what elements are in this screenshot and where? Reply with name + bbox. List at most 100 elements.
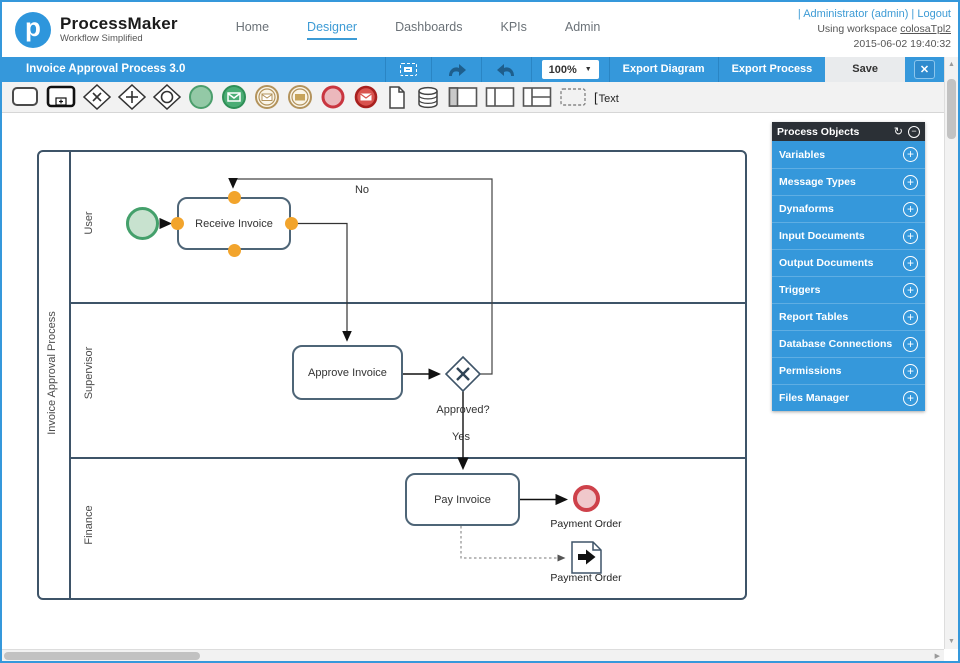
nav-kpis[interactable]: KPIs [500, 19, 527, 34]
port-right[interactable] [284, 217, 298, 230]
message-start-event-tool[interactable] [221, 84, 247, 110]
intermediate-message-throw-tool[interactable] [287, 84, 313, 110]
datetime: 2015-06-02 19:40:32 [853, 38, 952, 50]
pool-tool[interactable] [448, 85, 478, 109]
flow-no-loop[interactable] [228, 178, 493, 375]
subprocess-tool[interactable] [46, 85, 76, 109]
logout-link[interactable]: Logout [917, 8, 951, 20]
panel-item-message-types[interactable]: Message Types + [772, 168, 925, 195]
task-approve-invoice[interactable]: Approve Invoice [292, 345, 403, 400]
plus-circle-icon[interactable]: + [903, 309, 918, 325]
logo-title: ProcessMaker [60, 14, 178, 33]
scroll-down-icon[interactable]: ▼ [948, 638, 955, 645]
panel-item-triggers[interactable]: Triggers + [772, 276, 925, 303]
panel-item-files-manager[interactable]: Files Manager + [772, 384, 925, 411]
panel-item-permissions[interactable]: Permissions + [772, 357, 925, 384]
task-receive-invoice[interactable]: Receive Invoice [177, 197, 291, 250]
fullscreen-button[interactable] [386, 57, 431, 82]
nav-admin[interactable]: Admin [564, 19, 601, 34]
end-event-label: Payment Order [550, 518, 622, 530]
panel-item-variables[interactable]: Variables + [772, 141, 925, 168]
lane-label-user[interactable]: User [83, 211, 95, 235]
processmaker-logo[interactable]: p ProcessMaker Workflow Simplified [2, 11, 178, 48]
panel-item-dynaforms[interactable]: Dynaforms + [772, 195, 925, 222]
parallel-gateway-tool[interactable] [118, 84, 146, 110]
refresh-icon[interactable]: ↻ [893, 126, 903, 138]
scroll-up-icon[interactable]: ▲ [948, 61, 955, 68]
plus-circle-icon[interactable]: + [903, 336, 918, 352]
end-event-tool[interactable] [320, 84, 346, 110]
port-bottom[interactable] [227, 243, 241, 257]
save-button[interactable]: Save [825, 57, 905, 82]
plus-circle-icon[interactable]: + [903, 390, 918, 406]
close-icon: ✕ [919, 64, 930, 76]
link-separator: | [911, 8, 915, 20]
toolbar-separator [384, 57, 386, 82]
plus-circle-icon[interactable]: + [903, 147, 918, 162]
diagram-canvas[interactable]: Invoice Approval Process User Supervisor… [2, 113, 944, 649]
nav-home[interactable]: Home [235, 19, 270, 34]
link-separator: | [797, 8, 801, 20]
administrator-link[interactable]: Administrator (admin) [803, 8, 909, 20]
horizontal-scrollbar-thumb[interactable] [4, 652, 200, 660]
vertical-lanes-icon [485, 87, 515, 107]
vertical-scrollbar-thumb[interactable] [947, 79, 956, 139]
start-event-tool[interactable] [188, 84, 214, 110]
pool-label[interactable]: Invoice Approval Process [46, 311, 58, 435]
database-tool[interactable] [415, 85, 441, 110]
close-designer-button[interactable]: ✕ [914, 60, 935, 79]
redo-button[interactable] [432, 57, 481, 82]
workspace-name-link[interactable]: colosaTpl2 [900, 23, 951, 35]
start-event[interactable] [126, 207, 159, 240]
message-end-event-tool[interactable] [353, 84, 379, 110]
port-left[interactable] [170, 217, 184, 230]
task-pay-invoice[interactable]: Pay Invoice [405, 473, 520, 526]
association-pay-to-document[interactable] [460, 526, 566, 562]
horizontal-scrollbar[interactable]: ▶ [2, 649, 944, 661]
text-annotation-tool[interactable]: [ Text [594, 90, 619, 105]
toolbar-separator [530, 57, 532, 82]
lane-label-supervisor[interactable]: Supervisor [83, 346, 95, 400]
export-diagram-button[interactable]: Export Diagram [622, 63, 705, 75]
lane-label-finance[interactable]: Finance [83, 505, 95, 545]
pool-invoice-approval[interactable] [37, 150, 747, 600]
flow-receive-to-approve[interactable] [297, 222, 352, 342]
plus-circle-icon[interactable]: + [903, 201, 918, 217]
inclusive-gateway-icon [153, 84, 181, 110]
nav-dashboards[interactable]: Dashboards [395, 19, 463, 34]
panel-item-report-tables[interactable]: Report Tables + [772, 303, 925, 330]
vertical-scrollbar[interactable]: ▲ ▼ [944, 57, 958, 649]
undo-button[interactable] [482, 57, 531, 82]
document-tool[interactable] [386, 85, 408, 110]
logo-text: ProcessMaker Workflow Simplified [60, 14, 178, 45]
scroll-right-icon[interactable]: ▶ [934, 653, 940, 660]
text-tool-label: Text [598, 92, 619, 105]
intermediate-message-catch-tool[interactable] [254, 84, 280, 110]
task-tool[interactable] [11, 85, 39, 109]
caret-down-icon: ▼ [584, 66, 592, 73]
inclusive-gateway-tool[interactable] [153, 84, 181, 110]
group-tool[interactable] [559, 86, 587, 108]
user-links: | Administrator (admin) | Logout [798, 7, 951, 22]
collapse-panel-button[interactable]: − [908, 125, 920, 138]
gateway-approved[interactable] [444, 355, 482, 393]
horizontal-lanes-tool[interactable] [522, 85, 552, 109]
panel-item-input-documents[interactable]: Input Documents + [772, 222, 925, 249]
toolbar-separator [608, 57, 610, 82]
panel-item-output-documents[interactable]: Output Documents + [772, 249, 925, 276]
vertical-lanes-tool[interactable] [485, 85, 515, 109]
export-process-button[interactable]: Export Process [731, 63, 813, 75]
plus-circle-icon[interactable]: + [903, 363, 918, 379]
exclusive-gateway-tool[interactable] [83, 84, 111, 110]
panel-item-database-connections[interactable]: Database Connections + [772, 330, 925, 357]
plus-circle-icon[interactable]: + [903, 255, 918, 271]
port-top[interactable] [227, 190, 241, 204]
process-title: Invoice Approval Process 3.0 [26, 63, 186, 75]
end-event-payment-order[interactable] [573, 485, 600, 512]
plus-circle-icon[interactable]: + [903, 228, 918, 244]
zoom-select[interactable]: 100% ▼ [541, 60, 599, 79]
plus-circle-icon[interactable]: + [903, 282, 918, 298]
plus-circle-icon[interactable]: + [903, 174, 918, 190]
nav-designer[interactable]: Designer [307, 20, 358, 40]
task-label: Approve Invoice [308, 366, 387, 379]
